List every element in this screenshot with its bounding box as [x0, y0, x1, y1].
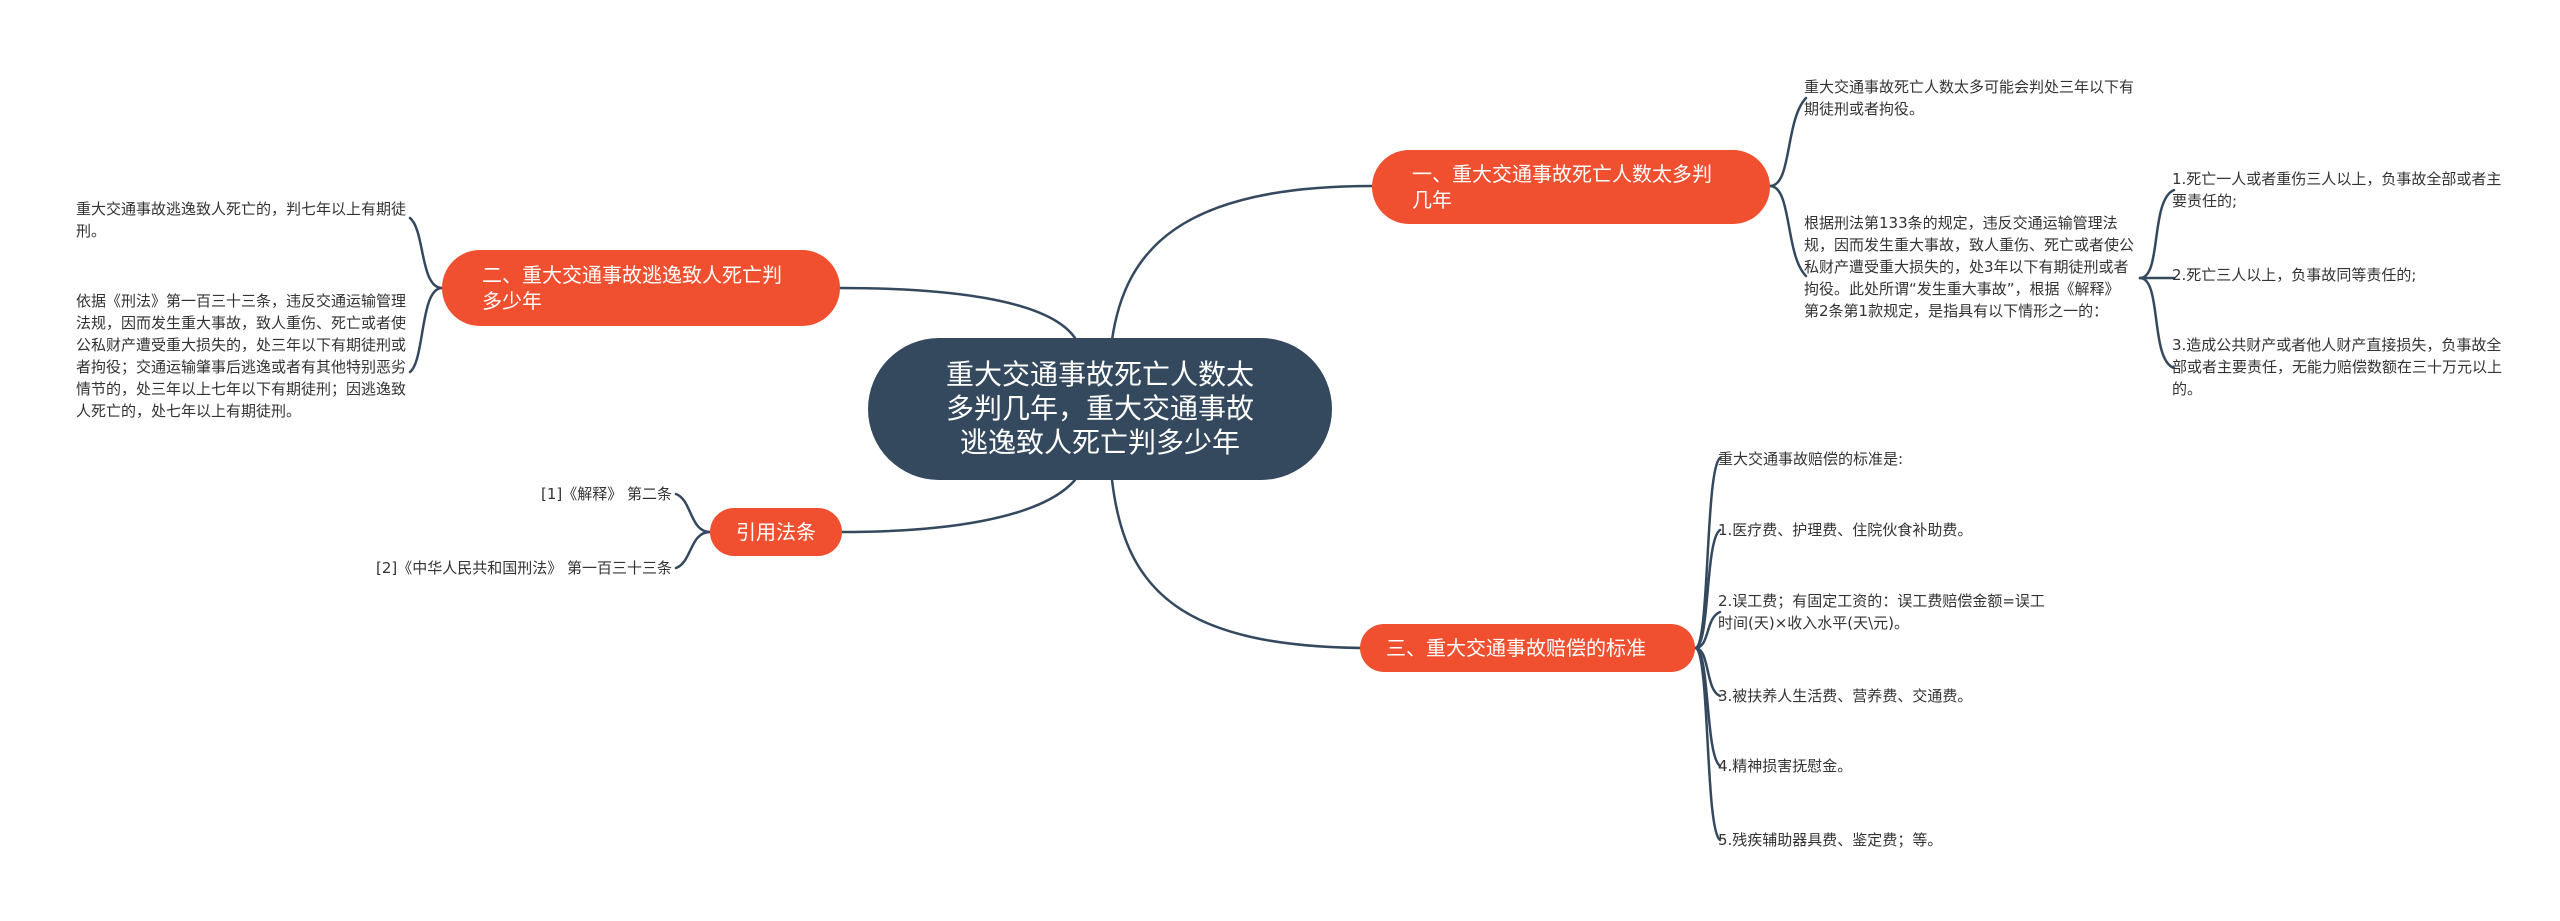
branch-fatalities-sentence[interactable]: 一、重大交通事故死亡人数太多判几年: [1372, 150, 1770, 224]
sub-leaf-condition-2: 2.死亡三人以上，负事故同等责任的;: [2172, 266, 2417, 284]
leaf-criminal-law-133: 依据《刑法》第一百三十三条，违反交通运输管理法规，因而发生重大事故，致人重伤、死…: [76, 292, 407, 420]
sub-leaf-condition-1: 1.死亡一人或者重伤三人以上，负事故全部或者主要责任的;: [2172, 170, 2502, 210]
leaf-compensation-item-2: 2.误工费；有固定工资的：误工费赔偿金额=误工时间(天)×收入水平(天\元)。: [1718, 592, 2045, 632]
central-topic[interactable]: 重大交通事故死亡人数太多判几年，重大交通事故逃逸致人死亡判多少年: [868, 338, 1332, 480]
leaf-compensation-item-4: 4.精神损害抚慰金。: [1718, 757, 1853, 775]
leaf-hit-and-run-sentence: 重大交通事故逃逸致人死亡的，判七年以上有期徒刑。: [76, 200, 407, 240]
branch-hit-and-run-sentence[interactable]: 二、重大交通事故逃逸致人死亡判多少年: [442, 250, 840, 326]
leaf-citation-2[interactable]: [2]《中华人民共和国刑法》 第一百三十三条: [375, 559, 672, 577]
leaf-compensation-item-3: 3.被扶养人生活费、营养费、交通费。: [1718, 687, 1973, 705]
branch-compensation-standard[interactable]: 三、重大交通事故赔偿的标准: [1360, 624, 1695, 672]
branch-cited-laws[interactable]: 引用法条: [710, 508, 842, 556]
leaf-article-133: 根据刑法第133条的规定，违反交通运输管理法规，因而发生重大事故，致人重伤、死亡…: [1804, 214, 2135, 320]
leaf-compensation-intro: 重大交通事故赔偿的标准是:: [1718, 450, 1904, 468]
leaf-compensation-item-5: 5.残疾辅助器具费、鉴定费；等。: [1718, 831, 1943, 849]
leaf-citation-1[interactable]: [1]《解释》 第二条: [540, 485, 672, 503]
sub-leaf-condition-3: 3.造成公共财产或者他人财产直接损失，负事故全部或者主要责任，无能力赔偿数额在三…: [2172, 336, 2503, 398]
leaf-possible-sentence: 重大交通事故死亡人数太多可能会判处三年以下有期徒刑或者拘役。: [1804, 78, 2135, 118]
leaf-compensation-item-1: 1.医疗费、护理费、住院伙食补助费。: [1718, 521, 1973, 539]
